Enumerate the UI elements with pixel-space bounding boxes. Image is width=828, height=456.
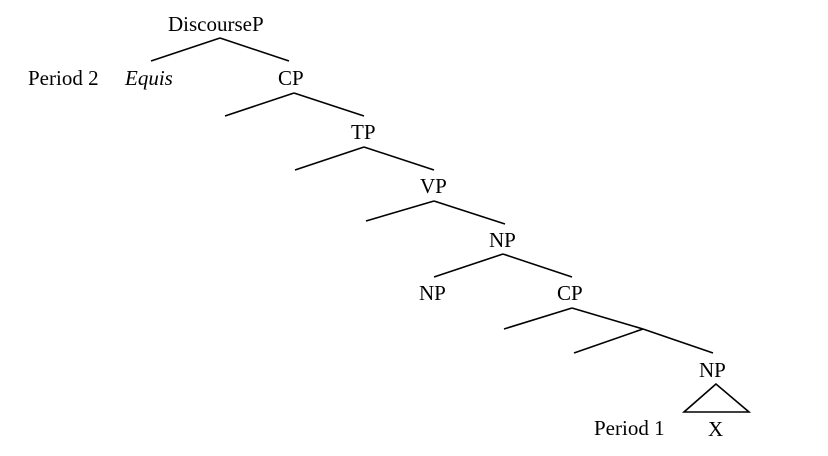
branch-discoursep-left [150,37,221,62]
branch-cp-lower-left [503,307,573,330]
node-cp-lower: CP [557,281,583,305]
node-np-upper: NP [489,228,516,252]
equis-label: Equis [125,66,173,90]
branch-cp-upper-right [293,92,365,117]
branch-cp-upper-left [224,92,295,117]
branch-discoursep-right [219,37,290,62]
node-discoursep: DiscourseP [168,12,264,36]
branch-vp-left [365,200,435,222]
branch-np-upper-left [433,253,504,278]
period-1-label: Period 1 [594,416,665,440]
np-bottom-triangle [681,382,752,413]
node-x: X [708,417,724,441]
node-tp: TP [351,120,376,144]
branch-cbar-right [642,328,714,354]
node-np-bottom: NP [699,358,726,382]
branch-tp-right [363,146,435,171]
branch-cp-lower-right [571,307,644,330]
node-vp: VP [420,174,447,198]
period-2-label: Period 2 [28,66,99,90]
node-np-left: NP [419,281,446,305]
branch-vp-right [433,200,506,225]
branch-cbar-left [573,328,644,354]
node-cp-upper: CP [278,66,304,90]
branch-np-upper-right [502,253,573,278]
branch-tp-left [294,146,365,171]
